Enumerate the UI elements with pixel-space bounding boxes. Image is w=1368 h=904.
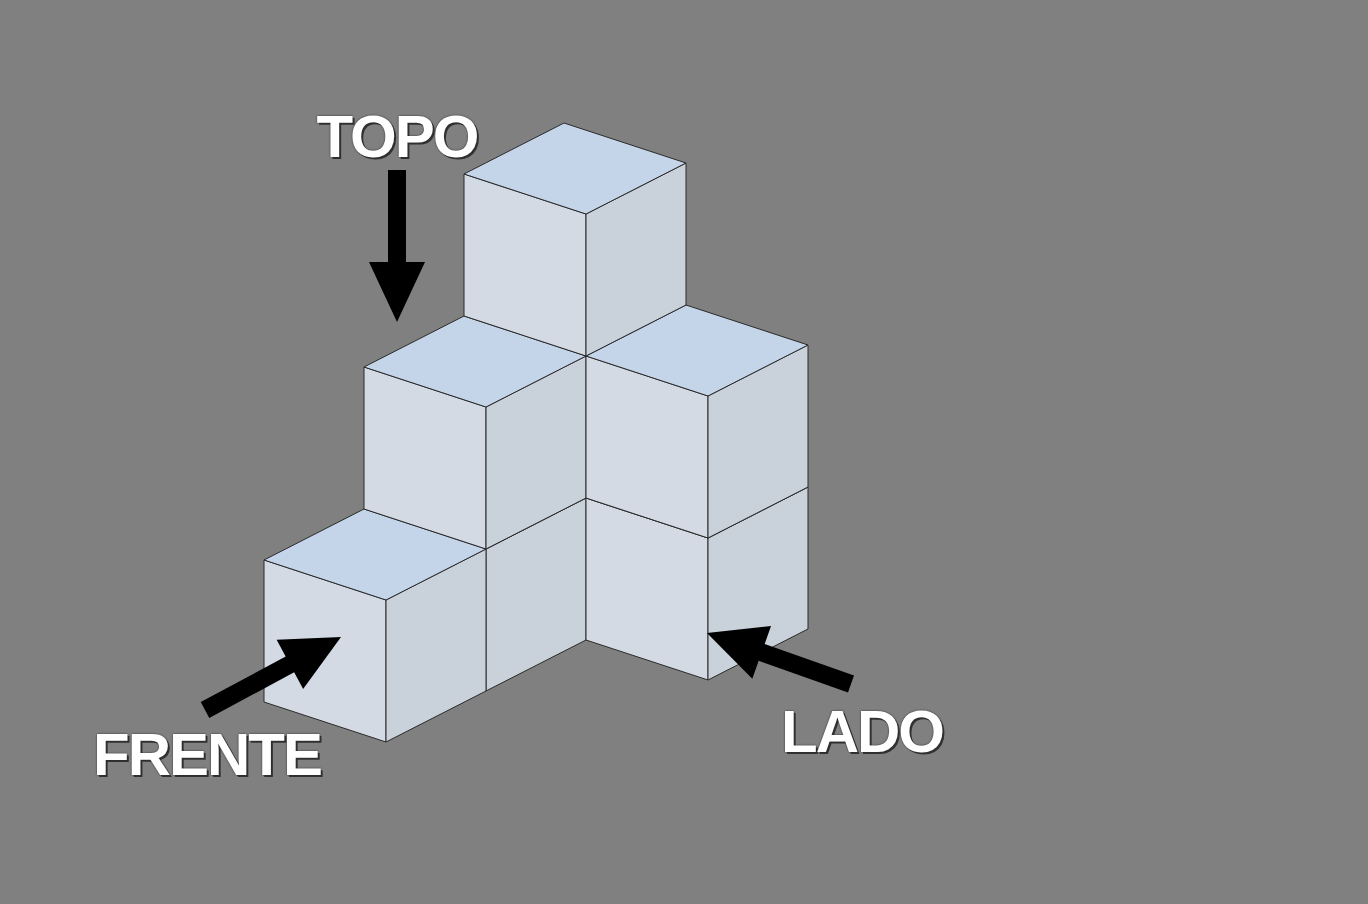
cube (464, 123, 686, 356)
pointer-arrow (201, 637, 341, 718)
cube (364, 316, 586, 549)
pointer-arrow (707, 626, 854, 693)
view-label: TOPO (317, 107, 478, 167)
view-label: FRENTE (93, 725, 321, 785)
cube (264, 509, 486, 742)
cube-top-face (464, 123, 686, 214)
pointer-arrow (369, 170, 425, 322)
cube (586, 305, 808, 538)
view-label: LADO (781, 702, 943, 762)
